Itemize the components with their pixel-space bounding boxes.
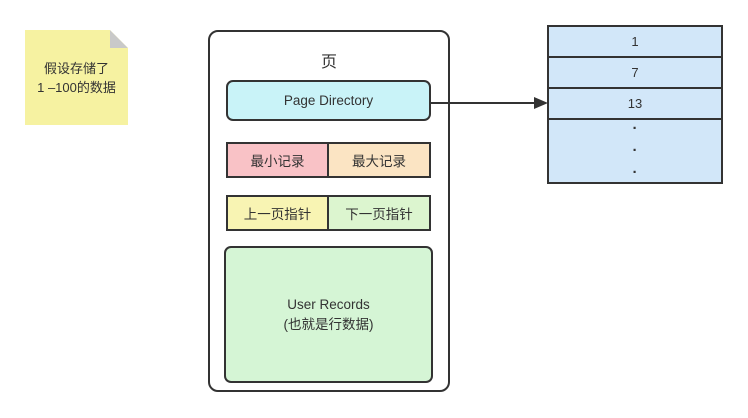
user-records-box: User Records (也就是行数据) <box>224 246 433 383</box>
directory-table: 1 7 13 · · · <box>547 25 723 184</box>
ellipsis-dot: · <box>632 164 638 181</box>
note-text-line1: 假设存储了 <box>43 60 109 76</box>
table-row: 7 <box>549 58 721 89</box>
ellipsis-dot: · <box>632 120 638 137</box>
table-cell-value: 13 <box>627 96 643 111</box>
next-page-pointer-label: 下一页指针 <box>345 207 413 222</box>
page-directory-box: Page Directory <box>226 80 431 121</box>
table-row: 1 <box>549 27 721 58</box>
table-row: 13 <box>549 89 721 120</box>
note-text-line2: 1 –100的数据 <box>37 79 116 95</box>
prev-page-pointer-label: 上一页指针 <box>243 207 312 222</box>
sticky-note: 假设存储了 1 –100的数据 <box>25 30 128 125</box>
page-directory-arrow-icon <box>431 97 548 109</box>
page-title: 页 <box>320 54 337 71</box>
min-record-box: 最小记录 <box>226 142 329 178</box>
note-fold-icon <box>110 30 128 48</box>
min-record-label: 最小记录 <box>250 154 305 169</box>
page-container: 页 Page Directory 最小记录 最大记录 上一页指针 下一页指针 U… <box>208 30 450 392</box>
table-row-ellipsis: · · · <box>549 120 721 182</box>
table-cell-value: 1 <box>631 34 639 49</box>
max-record-box: 最大记录 <box>327 142 431 178</box>
table-cell-value: 7 <box>631 65 639 80</box>
next-page-pointer-box: 下一页指针 <box>327 195 431 231</box>
prev-page-pointer-box: 上一页指针 <box>226 195 329 231</box>
ellipsis-dot: · <box>632 142 638 159</box>
user-records-sublabel: (也就是行数据) <box>283 316 374 332</box>
max-record-label: 最大记录 <box>352 154 406 169</box>
page-directory-label: Page Directory <box>283 93 374 108</box>
user-records-label: User Records <box>287 296 370 312</box>
